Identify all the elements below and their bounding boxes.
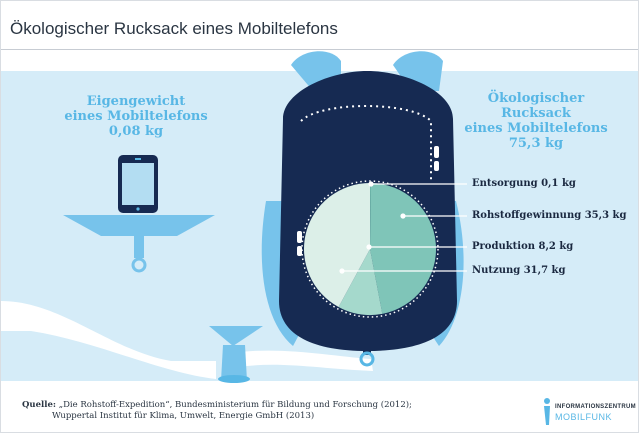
pie-slice-nutzung [304, 182, 370, 308]
source-line2: Wuppertal Institut für Klima, Umwelt, En… [52, 411, 315, 421]
zipper-pulls [297, 146, 439, 256]
callout-nutzung: Nutzung 31,7 kg [472, 265, 566, 276]
callout-lines [339, 181, 467, 274]
own-weight-line1: Eigengewicht [86, 94, 186, 109]
callout-produktion: Produktion 8,2 kg [472, 241, 574, 252]
balance-beam [1, 301, 216, 379]
pie-outline [301, 180, 439, 318]
logo-figure-icon [544, 398, 550, 425]
backpack-stitching [300, 105, 432, 181]
brand-logo: INFORMATIONSZENTRUM MOBILFUNK [541, 397, 638, 427]
eco-weight-value: 75,3 kg [508, 136, 564, 151]
logo-line2: MOBILFUNK [555, 412, 613, 422]
eco-weight-line2: eines Mobiltelefons [464, 121, 608, 136]
own-weight-label: Eigengewicht eines Mobiltelefons 0,08 kg [61, 94, 211, 139]
logo-line1: INFORMATIONSZENTRUM [555, 404, 636, 410]
phone-tray [63, 215, 215, 273]
backpack-hook [359, 347, 375, 367]
callout-rohstoff: Rohstoffgewinnung 35,3 kg [472, 210, 627, 221]
page-title: Ökologischer Rucksack eines Mobiltelefon… [10, 19, 338, 38]
eco-weight-label: Ökologischer Rucksack eines Mobiltelefon… [456, 91, 616, 151]
source-line1: Quelle: „Die Rohstoff-Expedition“, Bunde… [22, 400, 412, 411]
title-divider [1, 49, 638, 50]
eco-weight-line1: Ökologischer Rucksack [487, 91, 585, 121]
balance-stand [209, 326, 263, 383]
balance-beam-right [231, 350, 373, 371]
source-prefix: Quelle: [22, 400, 56, 410]
source-note: Quelle: „Die Rohstoff-Expedition“, Bunde… [22, 400, 412, 422]
phone-icon [118, 155, 158, 213]
source-text1: „Die Rohstoff-Expedition“, Bundesministe… [56, 400, 412, 410]
pie-slice-produktion [338, 249, 383, 316]
callout-entsorgung: Entsorgung 0,1 kg [472, 178, 576, 189]
own-weight-line2: eines Mobiltelefons [64, 109, 208, 124]
own-weight-value: 0,08 kg [108, 124, 164, 139]
pie-slice-entsorgung [370, 183, 371, 249]
